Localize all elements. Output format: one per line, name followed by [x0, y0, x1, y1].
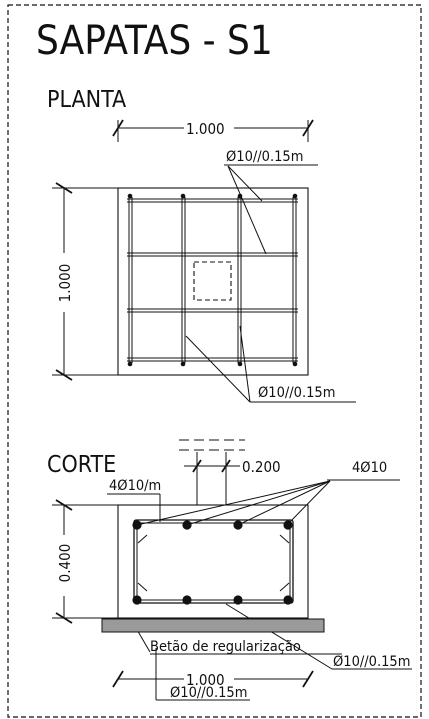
plan-width-dimension — [112, 119, 314, 142]
plan-height-dimension — [52, 182, 118, 381]
section-heading: CORTE — [47, 452, 116, 478]
plan-bottom-rebar-label: Ø10//0.15m — [258, 385, 335, 401]
section-column — [179, 439, 245, 505]
section-rebar-dots — [132, 520, 293, 605]
section-footing-outline — [117, 504, 309, 619]
plan-vertical-rebars — [128, 197, 297, 363]
section-height-dimension — [52, 499, 118, 624]
plan-top-rebar-label: Ø10//0.15m — [226, 149, 303, 165]
plan-bottom-rebar-leaders — [185, 325, 356, 403]
section-width-value: 1.000 — [186, 671, 225, 689]
plan-height-value: 1.000 — [56, 264, 74, 303]
blinding-concrete-label: Betão de regularização — [150, 639, 301, 655]
section-view — [52, 439, 412, 701]
plan-heading: PLANTA — [47, 87, 126, 113]
section-top-bars-leaders — [136, 479, 400, 526]
section-bar-hooks — [137, 534, 290, 592]
section-width-dimension — [112, 670, 314, 688]
plan-bar-ends — [127, 193, 298, 367]
section-bottom-rebar-label: Ø10//0.15m — [170, 685, 247, 701]
section-rebar-cage — [133, 519, 294, 604]
section-column-width-value: 0.200 — [242, 458, 281, 476]
plan-column-outline — [193, 261, 232, 301]
section-column-dimension — [184, 459, 240, 473]
plan-footing-outline — [117, 187, 309, 376]
plan-horizontal-rebars — [127, 198, 298, 362]
drawing-title: SAPATAS - S1 — [36, 18, 273, 64]
blinding-concrete-strip — [101, 618, 325, 633]
plan-top-rebar-leaders — [224, 164, 318, 255]
plan-width-value: 1.000 — [186, 120, 225, 138]
section-stirrup-label: 4Ø10/m — [109, 478, 161, 494]
section-right-rebar-leader — [225, 603, 412, 670]
plan-view — [52, 119, 356, 403]
section-stirrup-leader — [107, 493, 161, 522]
section-height-value: 0.400 — [56, 544, 74, 583]
section-top-bars-label: 4Ø10 — [352, 460, 387, 476]
section-rebar-cage-inner — [136, 522, 291, 601]
section-bottom-rebar-leader — [155, 648, 250, 701]
sheet-border — [7, 4, 422, 718]
section-right-rebar-label: Ø10//0.15m — [333, 654, 410, 670]
